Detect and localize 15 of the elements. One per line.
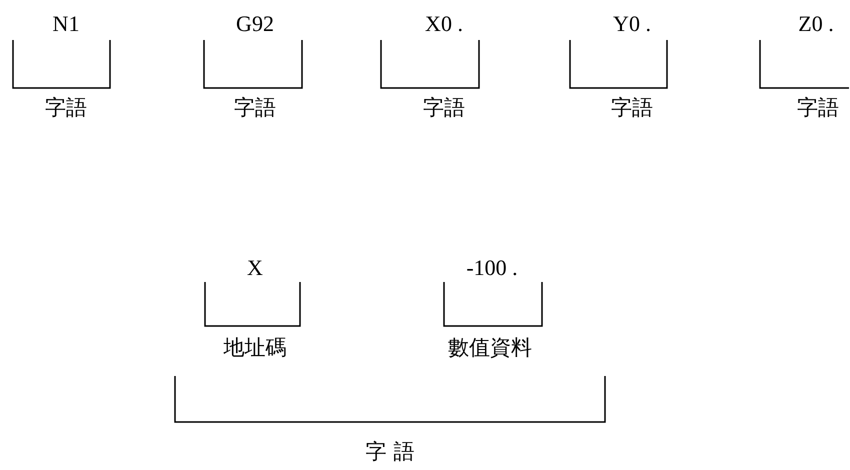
- code-label: X: [247, 256, 263, 280]
- term-label: 字語: [797, 96, 839, 120]
- code-label: N1: [52, 12, 80, 36]
- code-label: Y0 .: [613, 12, 651, 36]
- term-label: 字語: [611, 96, 653, 120]
- term-label: 字語: [234, 96, 276, 120]
- code-label: X0 .: [425, 12, 463, 36]
- code-label: -100 .: [466, 256, 518, 280]
- code-label: Z0 .: [798, 12, 834, 36]
- term-label: 字語: [45, 96, 87, 120]
- term-label: 字語: [423, 96, 465, 120]
- term-label: 數值資料: [448, 336, 532, 360]
- term-label: 地址碼: [224, 336, 286, 360]
- code-label: G92: [236, 12, 274, 36]
- term-label: 字 語: [366, 440, 414, 464]
